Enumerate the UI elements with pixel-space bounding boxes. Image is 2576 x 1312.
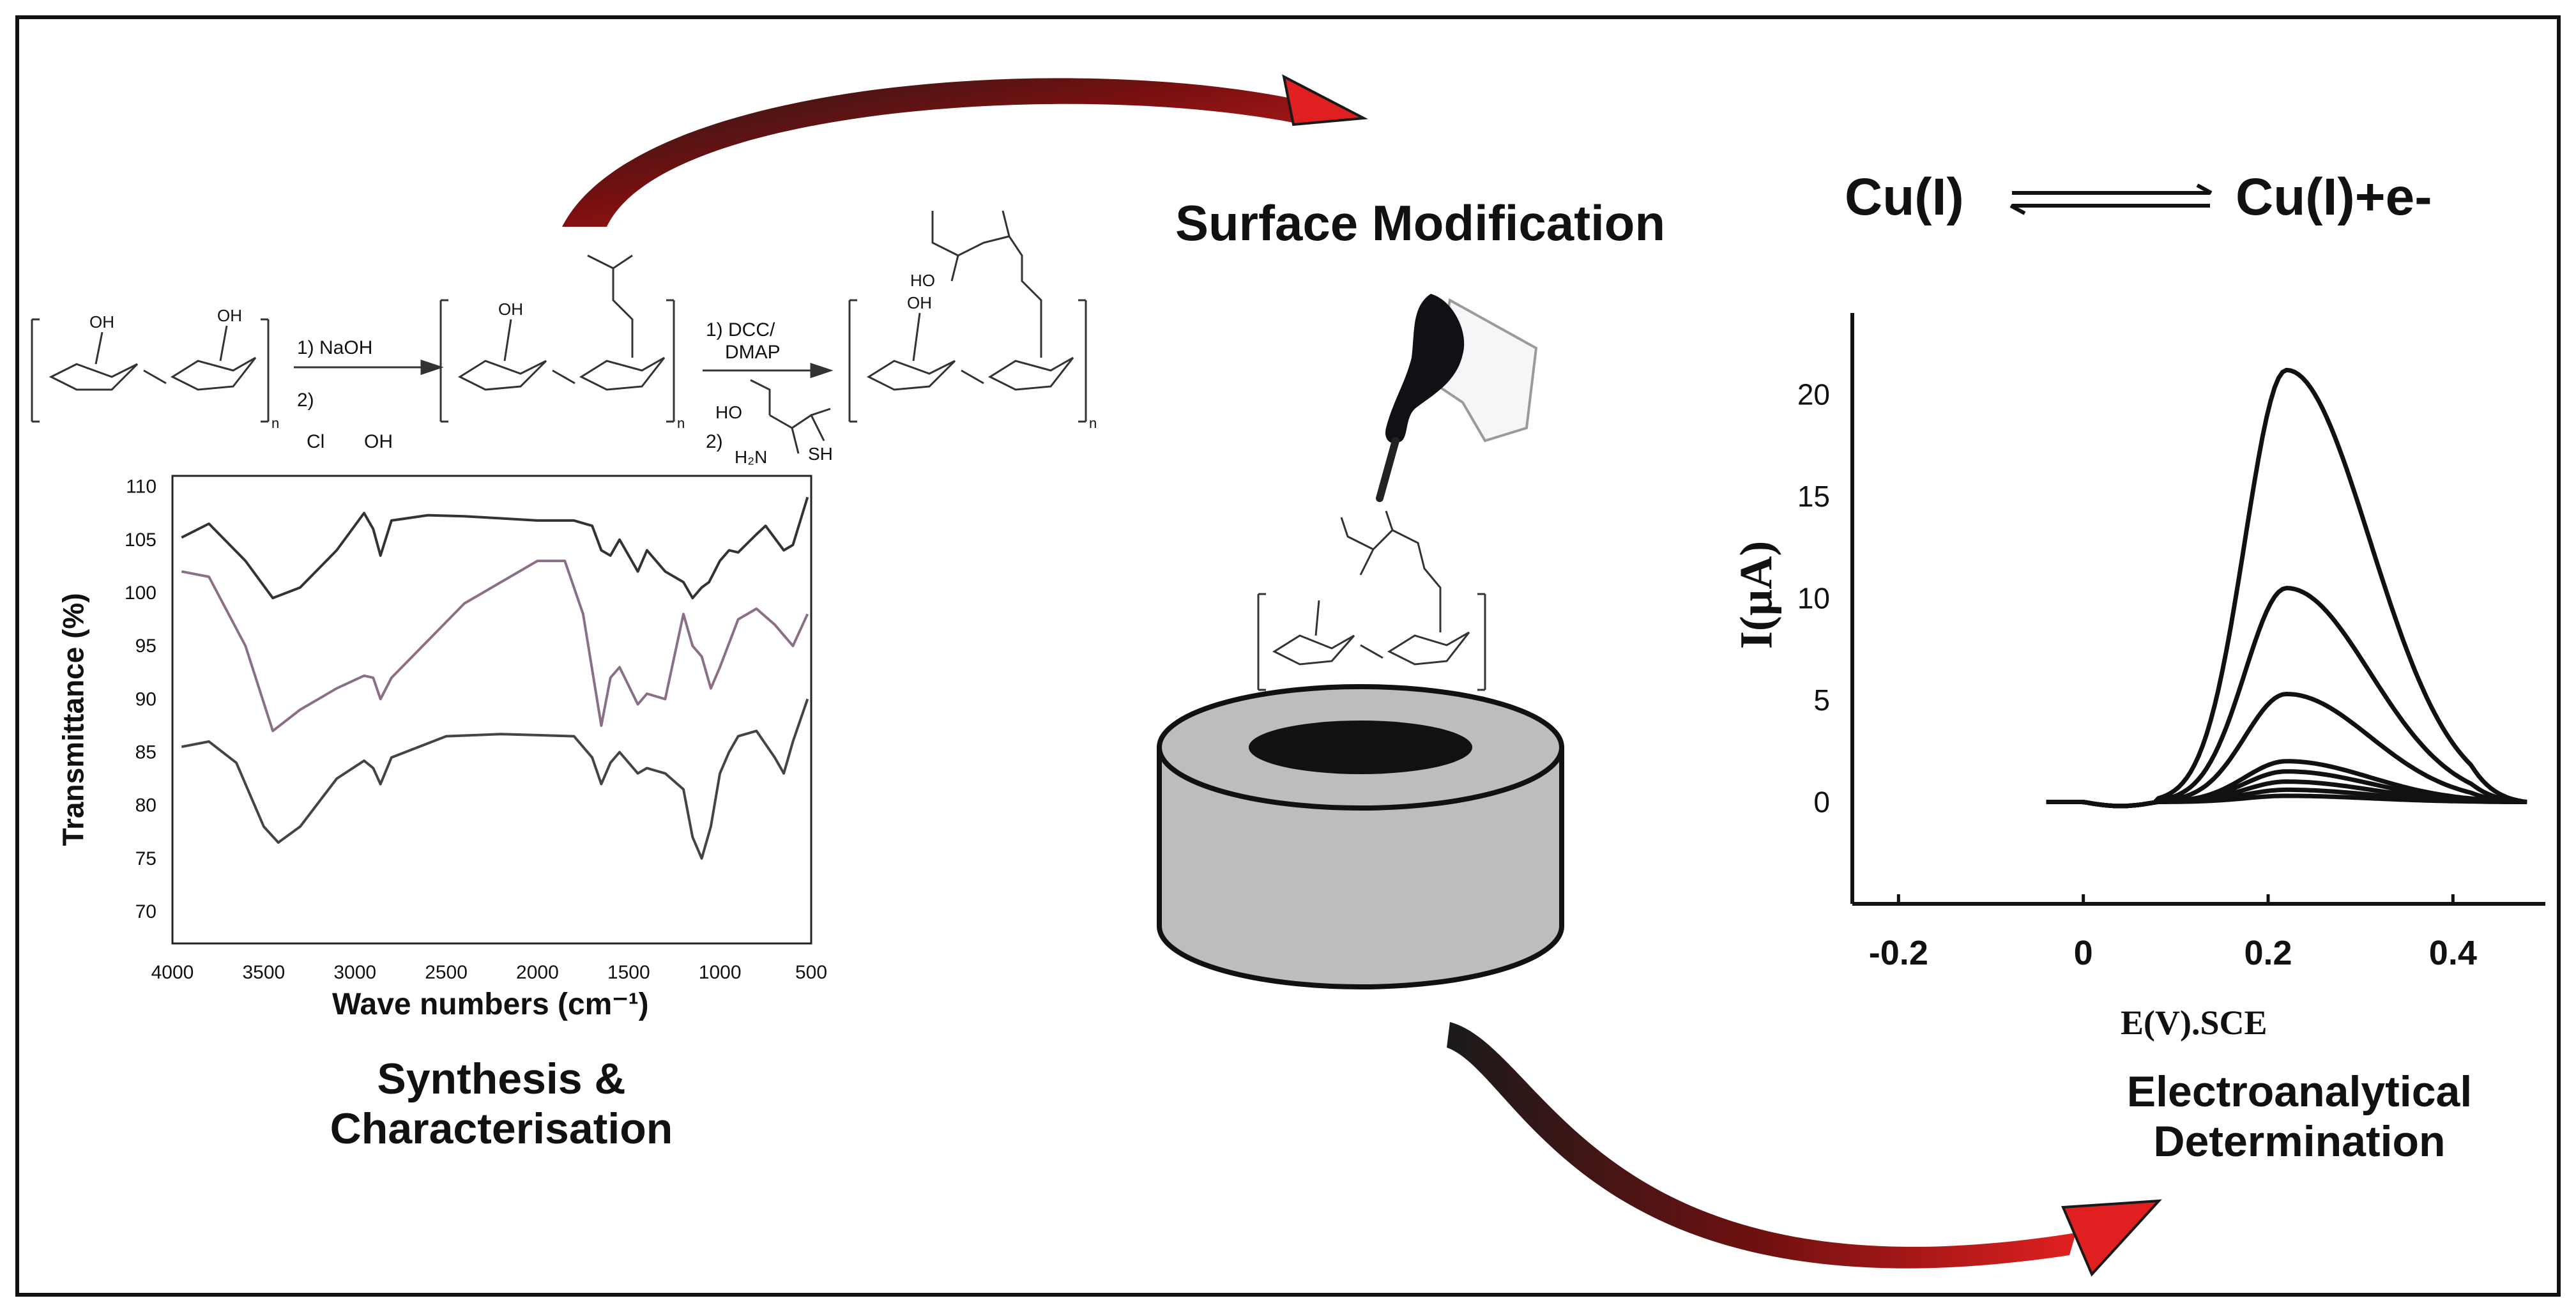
surface-polymer-structure [1257,510,1486,691]
electroanalytical-label-line1: Electroanalytical [2126,1067,2473,1116]
cv-y-tick: 10 [1797,582,1830,615]
scheme-dmap: DMAP [725,342,781,363]
scheme-sh: SH [808,444,833,464]
ir-y-tick: 90 [135,689,156,710]
ir-x-axis-label: Wave numbers (cm⁻¹) [332,988,649,1021]
scheme-n-1: n [271,415,280,431]
cv-y-tick: 0 [1813,786,1830,819]
cv-x-axis-label: E(V).SCE [2121,1003,2267,1042]
cv-y-tick: 20 [1797,378,1830,411]
dropper-hand [1376,294,1538,502]
ir-y-tick: 105 [125,530,156,551]
scheme-h2n: H₂N [735,447,768,467]
scheme-ho-final: HO [910,271,935,290]
electrode-disk [1249,721,1472,774]
reaction-arrow-1 [294,359,444,376]
ir-spectrum-line [181,496,809,600]
reaction-scheme [31,210,1087,454]
electroanalytical-label-line2: Determination [2153,1117,2446,1166]
cv-x-tick: 0 [2074,934,2093,972]
scheme-naoh: 1) NaOH [297,337,373,358]
scheme-oh-4: OH [907,293,932,312]
cv-y-tick: 15 [1797,480,1830,513]
electrode-cylinder [1157,684,1564,989]
top-curved-arrow [562,74,1368,227]
ir-x-tick: 1500 [607,962,650,983]
scheme-ho: HO [715,402,742,422]
ir-x-tick: 2000 [516,962,559,983]
ir-y-tick: 80 [135,795,156,816]
cellulose-structure [31,318,270,423]
figure-frame [15,15,2561,1297]
scheme-n-2: n [677,415,685,431]
ir-y-tick: 95 [135,636,156,657]
ir-y-axis-label: Transmittance (%) [56,593,90,846]
cv-y-axis-label: I(µA) [1730,540,1782,650]
equilibrium-arrows [2009,183,2213,215]
voltammogram-chart: -0.2 0 0.2 0.4 0 5 10 15 20 [1797,313,2545,972]
surface-modification-title: Surface Modification [1175,195,1666,251]
ir-y-tick: 75 [135,848,156,869]
ir-y-tick: 85 [135,742,156,763]
electroanalytical-label: Electroanalytical Determination [2057,1067,2542,1166]
reaction-right: Cu(I)+e- [2236,168,2432,226]
ir-x-tick: 3000 [333,962,376,983]
modified-polymer-structure [848,210,1087,423]
scheme-dcc: 1) DCC/ [706,319,775,340]
scheme-step2-number: 2) [297,390,314,411]
ir-x-tick: 2500 [425,962,468,983]
scheme-oh-3: OH [498,300,523,319]
synthesis-label: Synthesis & Characterisation [224,1054,779,1154]
cv-x-tick: 0.2 [2244,934,2292,972]
ir-spectra-chart: 4000 3500 3000 2500 2000 1500 1000 500 110 105 100… [125,475,827,983]
scheme-n-3: n [1089,415,1097,431]
ir-x-tick: 1000 [699,962,742,983]
ir-spectrum-line [181,698,809,860]
scheme-cl: Cl [307,431,325,452]
carboxymethyl-structure [439,254,675,423]
bottom-curved-arrow [1447,1022,2162,1277]
ir-plot-area [171,475,812,945]
synthesis-label-line2: Characterisation [330,1104,673,1154]
ir-spectrum-line [181,560,809,733]
scheme-step2b-number: 2) [706,431,723,452]
reaction-left: Cu(I) [1845,168,1964,226]
ir-x-tick: 500 [795,962,827,983]
cv-x-tick: 0.4 [2429,934,2477,972]
ir-y-tick: 100 [125,583,156,604]
scheme-oh-2: OH [217,306,242,325]
reaction-arrow-2 [703,362,834,454]
synthesis-label-line1: Synthesis & [377,1055,626,1103]
cv-y-tick: 5 [1813,683,1830,717]
ir-x-tick: 4000 [151,962,194,983]
ir-x-tick: 3500 [242,962,285,983]
ir-y-tick: 110 [126,477,156,498]
scheme-oh-reagent: OH [364,431,393,452]
cv-peak-curve [2046,793,2527,809]
scheme-oh-1: OH [89,312,114,332]
ir-y-tick: 70 [135,901,156,922]
cv-x-tick: -0.2 [1869,934,1928,972]
